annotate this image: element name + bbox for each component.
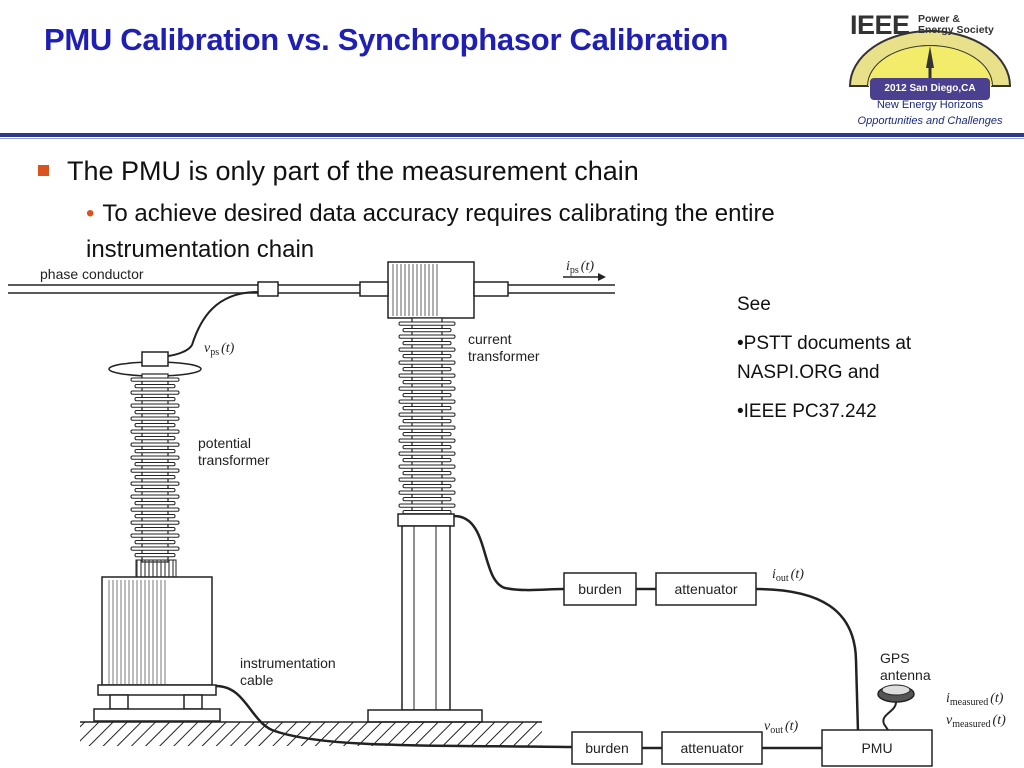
ips-label: ips(t)	[566, 259, 594, 276]
notes-pstt: •PSTT documents at NASPI.ORG and	[737, 333, 912, 383]
current-transformer	[359, 261, 509, 723]
pmu-box	[821, 729, 933, 767]
imeasured-label: imeasured(t)	[946, 691, 1004, 708]
notes-see: See	[737, 294, 771, 315]
vout-label: vout(t)	[764, 719, 799, 736]
upper-to-pmu-cable	[755, 587, 860, 733]
phase-conductor-line	[8, 284, 615, 294]
burden-upper-box	[563, 572, 637, 606]
ieee-pes-logo: IEEE Power & Energy Society 2012 San Die…	[842, 6, 1018, 132]
slide-title: PMU Calibration vs. Synchrophasor Calibr…	[44, 22, 729, 57]
potential-transformer-label-1: potential	[198, 435, 251, 451]
attenuator-lower-box	[661, 731, 763, 765]
logo-tagline1: New Energy Horizons	[876, 99, 984, 111]
potential-transformer-label-2: transformer	[198, 452, 270, 468]
logo-ieee-text: IEEE	[850, 10, 910, 40]
instrumentation-cable-label-2: cable	[240, 672, 274, 688]
vps-label: vps(t)	[204, 341, 235, 358]
reference-notes: See •PSTT documents at NASPI.ORG and •IE…	[737, 290, 967, 436]
ips-arrowhead	[598, 273, 606, 281]
title-rule-thin	[0, 138, 1024, 139]
bullet-level1-text: The PMU is only part of the measurement …	[67, 156, 639, 186]
ct-instrumentation-cable	[453, 514, 565, 592]
gps-label-1: GPS	[880, 650, 910, 666]
burden-lower-label: burden	[585, 740, 629, 756]
vmeasured-label: vmeasured(t)	[946, 713, 1006, 730]
title-rule	[0, 133, 1024, 137]
attenuator-upper-label: attenuator	[674, 581, 737, 597]
instrumentation-cable-label-1: instrumentation	[240, 655, 336, 671]
dot-bullet-icon: •	[86, 200, 95, 227]
logo-society-line1: Power &	[918, 13, 961, 25]
bullet-level2: •To achieve desired data accuracy requir…	[86, 196, 916, 268]
burden-upper-label: burden	[578, 581, 622, 597]
gps-label-2: antenna	[880, 667, 931, 683]
logo-graphic	[848, 30, 1012, 100]
current-transformer-label-1: current	[468, 331, 512, 347]
logo-event: 2012 San Diego,CA	[884, 83, 976, 94]
notes-ieee: •IEEE PC37.242	[737, 401, 877, 422]
ground-hatching	[80, 722, 542, 746]
logo-tagline2: Opportunities and Challenges	[857, 115, 1003, 127]
conductor-clamp	[257, 281, 279, 297]
iout-label: iout(t)	[772, 567, 804, 584]
measurement-chain-diagram: phase conductor ips(t) vps(t) potential …	[8, 259, 1006, 767]
bullet-level2-text: To achieve desired data accuracy require…	[86, 200, 775, 263]
logo-society-line2: Energy Society	[918, 24, 994, 36]
phase-conductor-label: phase conductor	[40, 266, 144, 282]
pmu-label: PMU	[861, 740, 892, 756]
current-transformer-label-2: transformer	[468, 348, 540, 364]
pt-lead-wire	[167, 291, 259, 357]
square-bullet-icon	[38, 165, 49, 176]
pt-instrumentation-cable	[215, 684, 573, 749]
gps-antenna-icon	[877, 684, 915, 731]
attenuator-lower-label: attenuator	[680, 740, 743, 756]
bullet-level1: The PMU is only part of the measurement …	[38, 156, 639, 187]
potential-transformer	[93, 351, 221, 722]
attenuator-upper-box	[655, 572, 757, 606]
logo-society-text: Power & Energy Society	[918, 14, 994, 36]
burden-lower-box	[571, 731, 643, 765]
